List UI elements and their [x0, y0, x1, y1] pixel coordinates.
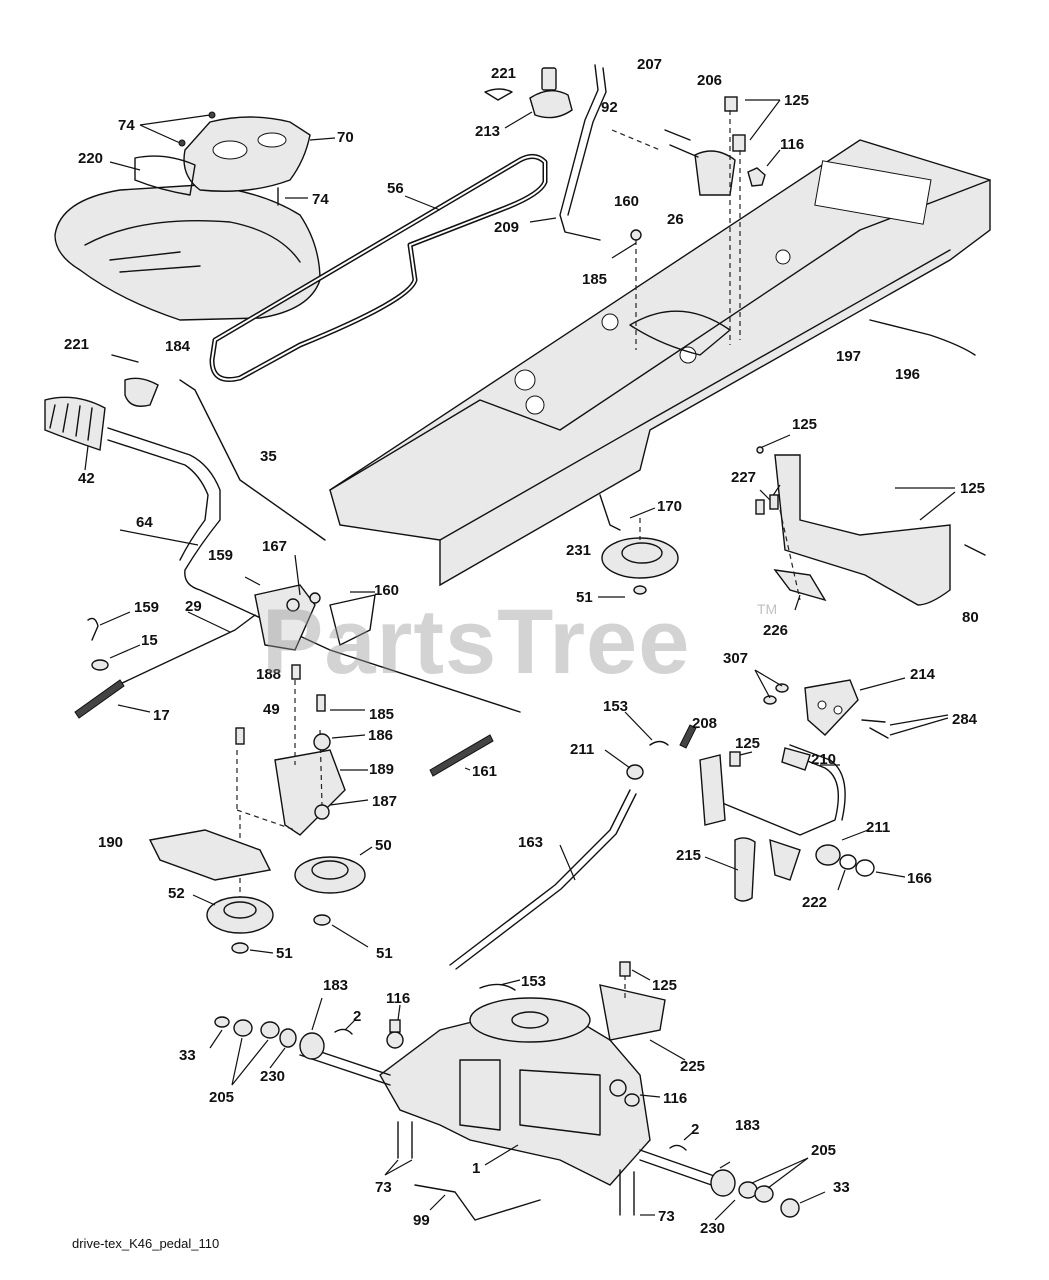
- callout-label: 64: [136, 514, 153, 531]
- callout-label: 51: [376, 945, 393, 962]
- pedal-and-rods: [44, 354, 521, 713]
- callout-label: 33: [833, 1179, 850, 1196]
- callout-label: 210: [811, 751, 837, 768]
- pivot-bracket-assembly: [74, 554, 376, 719]
- callout-label: 42: [78, 470, 95, 487]
- callout-label: 125: [784, 92, 810, 109]
- callout-label: 92: [601, 99, 618, 116]
- callout-label: 186: [368, 727, 394, 744]
- callout-label: 17: [153, 707, 170, 724]
- callout-label: 125: [792, 416, 818, 433]
- callout-label: 207: [637, 56, 663, 73]
- callout-label: 73: [658, 1208, 675, 1225]
- callout-label: 26: [667, 211, 684, 228]
- transaxle-assembly: [209, 961, 826, 1221]
- callout-label: 213: [475, 123, 501, 140]
- callout-label: 215: [676, 847, 702, 864]
- callout-label: 196: [895, 366, 921, 383]
- callout-label: 50: [375, 837, 392, 854]
- callout-label: 125: [960, 480, 986, 497]
- callout-label: 51: [576, 589, 593, 606]
- callout-label: 222: [802, 894, 828, 911]
- callout-label: 153: [521, 973, 547, 990]
- callout-label: 183: [323, 977, 349, 994]
- callout-label: 159: [208, 547, 234, 564]
- callout-label: 226: [763, 622, 789, 639]
- callout-label: 125: [735, 735, 761, 752]
- callout-label: 160: [614, 193, 640, 210]
- callout-label: 225: [680, 1058, 706, 1075]
- callout-label: 73: [375, 1179, 392, 1196]
- callout-label: 190: [98, 834, 124, 851]
- callout-label: 74: [118, 117, 135, 134]
- callout-label: 230: [260, 1068, 286, 1085]
- callout-label: 163: [518, 834, 544, 851]
- diagram-id-label: drive-tex_K46_pedal_110: [72, 1236, 220, 1251]
- callout-label: 116: [663, 1090, 688, 1107]
- watermark-logo: PartsTree: [262, 591, 691, 693]
- callout-label: 125: [652, 977, 678, 994]
- callout-label: 209: [494, 219, 520, 236]
- callout-label: 2: [691, 1121, 700, 1138]
- callout-label: 227: [731, 469, 757, 486]
- callout-label: 1: [472, 1160, 481, 1177]
- callout-label: 188: [256, 666, 282, 683]
- callout-label: 205: [811, 1142, 837, 1159]
- callout-label: 167: [262, 538, 288, 555]
- callout-label: 230: [700, 1220, 726, 1237]
- callout-label: 185: [582, 271, 608, 288]
- seat-body-assembly: [54, 111, 336, 321]
- callout-label: 70: [337, 129, 354, 146]
- callout-label: 116: [780, 136, 805, 153]
- callout-label: 99: [413, 1212, 430, 1229]
- callout-label: 208: [692, 715, 718, 732]
- callout-label: 160: [374, 582, 400, 599]
- callout-label: 221: [64, 336, 90, 353]
- callout-label: 231: [566, 542, 592, 559]
- callout-label: 29: [185, 598, 202, 615]
- callout-label: 33: [179, 1047, 196, 1064]
- callout-label: 307: [723, 650, 749, 667]
- callout-label: 116: [386, 990, 411, 1007]
- callout-label: 206: [697, 72, 723, 89]
- callout-label: 187: [372, 793, 398, 810]
- lift-lever: [529, 64, 607, 241]
- main-frame: [329, 139, 991, 587]
- callout-label: 185: [369, 706, 395, 723]
- callout-label: 189: [369, 761, 395, 778]
- callout-label: 159: [134, 599, 160, 616]
- callout-label: 214: [910, 666, 936, 683]
- callout-label: 15: [141, 632, 158, 649]
- callout-label: 161: [472, 763, 498, 780]
- callout-label: 184: [165, 338, 191, 355]
- idler-assembly: [148, 664, 494, 954]
- callout-label: 56: [387, 180, 404, 197]
- callout-label: 49: [263, 701, 280, 718]
- callout-label: 284: [952, 711, 978, 728]
- callout-label: 211: [866, 819, 891, 836]
- callout-label: 52: [168, 885, 185, 902]
- drive-belt: [209, 154, 548, 382]
- callout-label: 211: [570, 741, 595, 758]
- callout-label: 197: [836, 348, 862, 365]
- frame-hardware: [611, 96, 781, 350]
- callout-label: 35: [260, 448, 277, 465]
- callout-label: 51: [276, 945, 293, 962]
- callout-label: 2: [353, 1008, 362, 1025]
- callout-label: 220: [78, 150, 104, 167]
- callout-label: 153: [603, 698, 629, 715]
- callout-label: 74: [312, 191, 329, 208]
- knob-and-clip: [484, 67, 573, 129]
- trademark-symbol: TM: [757, 601, 778, 617]
- callout-label: 205: [209, 1089, 235, 1106]
- callout-label: 166: [907, 870, 933, 887]
- right-side-assembly: [449, 434, 986, 970]
- callout-label: 170: [657, 498, 683, 515]
- callout-label: 221: [491, 65, 517, 82]
- callout-label: 80: [962, 609, 979, 626]
- callout-label: 183: [735, 1117, 761, 1134]
